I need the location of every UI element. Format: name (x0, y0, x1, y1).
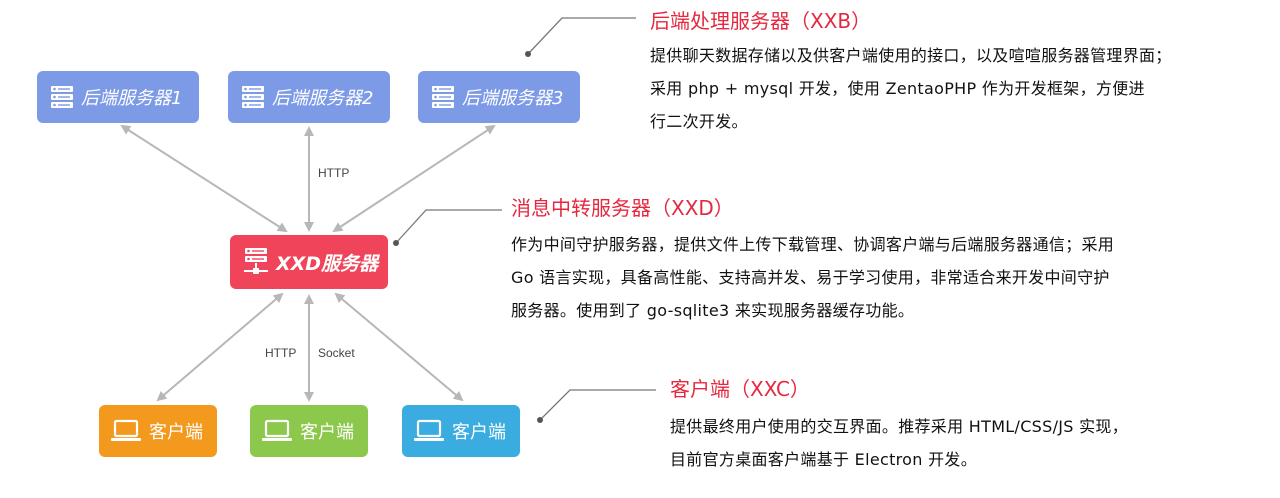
network-server-icon (244, 248, 268, 274)
xxb-line-2: 采用 php + mysql 开发，使用 ZentaoPHP 作为开发框架，方便… (650, 79, 1145, 98)
backend-server-3-label: 后端服务器3 (462, 88, 564, 109)
xxd-line-2: Go 语言实现，具备高性能、支持高并发、易于学习使用，非常适合来开发中间守护 (511, 268, 1110, 287)
callout-xxd (395, 209, 502, 244)
edge-backend3-xxd (332, 124, 496, 233)
xxb-description: 提供聊天数据存储以及供客户端使用的接口，以及喧喧服务器管理界面； 采用 php … (650, 39, 1172, 138)
edge-label-socket: Socket (318, 346, 355, 360)
xxd-server-label: XXD服务器 (276, 252, 379, 275)
server-icon (432, 86, 454, 108)
backend-server-1-label: 后端服务器1 (81, 88, 183, 109)
edge-backend1-xxd (120, 124, 288, 233)
xxc-line-2: 目前官方桌面客户端基于 Electron 开发。 (670, 450, 977, 469)
xxd-description: 作为中间守护服务器，提供文件上传下载管理、协调客户端与后端服务器通信；采用 Go… (511, 228, 1114, 327)
edge-label-http-bottom: HTTP (265, 346, 297, 360)
backend-server-2: 后端服务器2 (228, 71, 390, 123)
laptop-icon (414, 419, 444, 441)
xxd-line-1: 作为中间守护服务器，提供文件上传下载管理、协调客户端与后端服务器通信；采用 (511, 235, 1115, 254)
xxb-line-1: 提供聊天数据存储以及供客户端使用的接口，以及喧喧服务器管理界面； (650, 46, 1172, 65)
backend-server-3: 后端服务器3 (418, 71, 580, 123)
xxd-server: XXD服务器 (230, 235, 388, 289)
client-3: 客户端 (402, 405, 520, 457)
backend-server-2-label: 后端服务器2 (272, 88, 374, 109)
edge-xxd-client3 (334, 292, 464, 402)
xxc-description: 提供最终用户使用的交互界面。推荐采用 HTML/CSS/JS 实现， 目前官方桌… (670, 410, 1128, 476)
server-icon (51, 86, 73, 108)
client-1: 客户端 (99, 405, 217, 457)
xxc-line-1: 提供最终用户使用的交互界面。推荐采用 HTML/CSS/JS 实现， (670, 417, 1129, 436)
edge-label-http-top: HTTP (318, 166, 350, 180)
client-1-label: 客户端 (149, 422, 203, 443)
server-icon (242, 86, 264, 108)
backend-server-1: 后端服务器1 (37, 71, 199, 123)
xxd-title: 消息中转服务器（XXD） (511, 196, 734, 220)
xxb-title: 后端处理服务器（XXB） (650, 9, 872, 33)
callout-xxc (539, 389, 656, 421)
client-2-label: 客户端 (300, 422, 354, 443)
edge-xxd-client1 (156, 292, 284, 402)
laptop-icon (111, 419, 141, 441)
xxb-line-3: 行二次开发。 (650, 112, 748, 131)
xxd-line-3: 服务器。使用到了 go-sqlite3 来实现服务器缓存功能。 (511, 301, 915, 320)
client-3-label: 客户端 (452, 422, 506, 443)
xxc-title: 客户端（XXC） (670, 377, 810, 401)
laptop-icon (262, 419, 292, 441)
client-2: 客户端 (250, 405, 368, 457)
callout-xxb (527, 17, 636, 55)
